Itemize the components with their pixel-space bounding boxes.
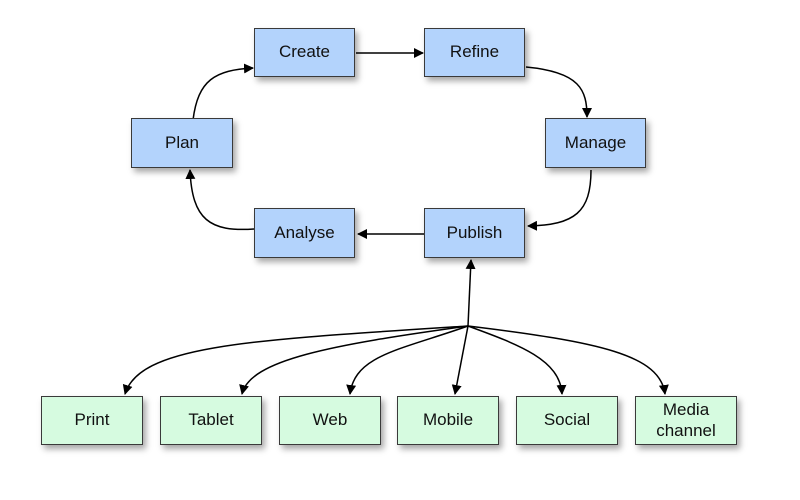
- node-web: Web: [279, 396, 381, 445]
- arrow-hub-to-media-channel: [467, 325, 669, 395]
- node-plan: Plan: [131, 118, 233, 168]
- node-social: Social: [516, 396, 618, 445]
- arrow-hub-to-tablet: [239, 325, 469, 395]
- node-refine: Refine: [424, 28, 525, 77]
- node-media-channel: Media channel: [635, 396, 737, 445]
- arrow-analyse-to-plan: [185, 169, 255, 231]
- node-create: Create: [254, 28, 355, 77]
- node-print: Print: [41, 396, 143, 445]
- node-manage: Manage: [545, 118, 646, 168]
- arrow-manage-to-publish: [527, 169, 592, 231]
- arrow-hub-to-web: [346, 325, 469, 395]
- arrow-hub-to-social: [467, 325, 567, 395]
- arrow-plan-to-create: [192, 63, 254, 121]
- node-tablet: Tablet: [160, 396, 262, 445]
- node-publish: Publish: [424, 208, 525, 258]
- node-analyse: Analyse: [254, 208, 355, 258]
- node-mobile: Mobile: [397, 396, 499, 445]
- arrow-hub-to-print: [122, 325, 469, 395]
- arrow-hub-to-publish: [465, 259, 476, 327]
- arrow-refine-to-manage: [525, 66, 592, 118]
- arrow-hub-to-mobile: [451, 325, 469, 395]
